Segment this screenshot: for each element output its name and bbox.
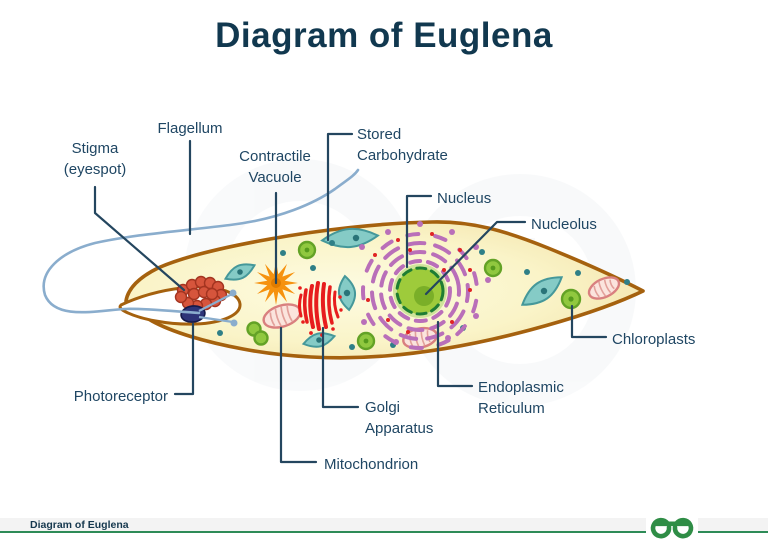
stigma-connector-line (93, 185, 186, 292)
nucleolus-connector-line (424, 220, 527, 296)
label-golgi-line2: Apparatus (365, 420, 434, 437)
label-stigma: Stigma (eyespot) (25, 138, 165, 180)
label-stigma-line2: (eyespot) (63, 161, 127, 178)
label-stored-carbohydrate: Stored Carbohydrate (357, 124, 497, 166)
endoplasmic-reticulum-arcs (359, 221, 491, 350)
chloroplasts-connector-line (570, 304, 608, 339)
mitochondrion-shape (587, 276, 621, 300)
er-ribosome-dots (366, 232, 472, 334)
geeksforgeeks-logo-icon (650, 517, 694, 539)
photoreceptor-connector-line (173, 322, 195, 396)
golgi-stacks (298, 281, 343, 337)
label-photoreceptor: Photoreceptor (73, 388, 168, 405)
flagellum-curve (42, 168, 360, 315)
label-er-line1: Endoplasmic (478, 379, 564, 396)
chloroplast-bands (223, 227, 564, 348)
mitochondrion-connector-line (279, 326, 318, 464)
label-nucleolus: Nucleolus (531, 216, 597, 233)
label-contractile-line2: Vacuole (248, 169, 302, 186)
footer-bar-right (698, 518, 768, 533)
nucleus-connector-line (405, 194, 433, 269)
flagellar-roots (198, 289, 238, 327)
label-chloroplasts: Chloroplasts (612, 331, 696, 348)
page-title: Diagram of Euglena (215, 16, 553, 55)
label-er-line2: Reticulum (478, 400, 545, 417)
footer-caption: Diagram of Euglena (30, 519, 129, 531)
label-flagellum: Flagellum (157, 120, 223, 137)
label-mitochondrion: Mitochondrion (324, 456, 419, 473)
label-contractile-line1: Contractile (239, 148, 311, 165)
stored-carbohydrate-connector-line (326, 132, 354, 242)
label-nucleus: Nucleus (437, 190, 492, 207)
endoplasmic-reticulum-connector-line (436, 320, 474, 388)
nucleus (393, 264, 447, 318)
label-stored-line2: Carbohydrate (357, 147, 448, 164)
golgi-apparatus-connector-line (321, 326, 360, 409)
label-endoplasmic-reticulum: Endoplasmic Reticulum (478, 377, 618, 419)
label-golgi-line1: Golgi (365, 399, 401, 416)
label-stored-line1: Stored (357, 126, 402, 143)
label-contractile-vacuole: Contractile Vacuole (205, 146, 345, 188)
chloroplast-granules (246, 240, 582, 351)
label-stigma-line1: Stigma (71, 140, 119, 157)
label-golgi-apparatus: Golgi Apparatus (365, 397, 485, 439)
footer-bar-left (0, 518, 646, 533)
